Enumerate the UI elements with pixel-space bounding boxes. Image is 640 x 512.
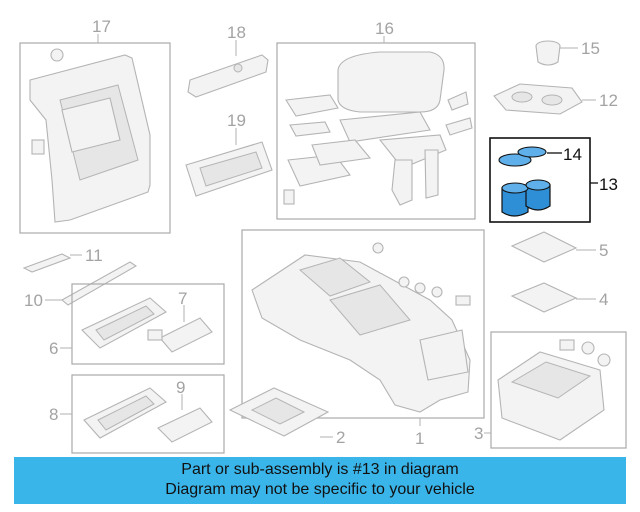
part-17-clip <box>31 139 45 155</box>
part-18-hole <box>233 63 243 73</box>
part-16-screw <box>445 117 473 136</box>
part-16-clip <box>447 91 469 111</box>
part-17-group: 17 <box>19 17 171 234</box>
part-11-strip <box>22 253 72 273</box>
part-19-group: 19 <box>185 111 273 197</box>
callout-18: 18 <box>227 23 246 42</box>
callout-16: 16 <box>375 19 394 38</box>
part-3-plug <box>581 341 595 355</box>
part-12-hole <box>511 91 533 103</box>
part-1-screw <box>372 242 384 254</box>
part-6-fastener <box>147 329 163 341</box>
part-16-frame <box>276 42 476 220</box>
part-16-pad <box>285 94 339 117</box>
callout-13: 13 <box>599 175 618 194</box>
callout-19: 19 <box>227 111 246 130</box>
part-16-bracket-2 <box>424 149 439 199</box>
callout-11: 11 <box>85 246 103 265</box>
part-3-group: 3 <box>474 331 627 449</box>
part-12-group: 12 <box>493 83 618 115</box>
callout-10: 10 <box>24 291 43 310</box>
part-1-clip-3 <box>431 286 443 298</box>
part-3-frame <box>490 331 627 449</box>
callout-7: 7 <box>178 289 187 308</box>
part-11-group: 11 <box>22 246 103 273</box>
part-1-grommet <box>455 295 471 306</box>
part-1-side <box>419 329 469 381</box>
part-8-slot <box>97 395 155 431</box>
callout-9: 9 <box>176 378 185 397</box>
part-6-frame <box>71 283 225 365</box>
part-1-opening <box>298 257 372 297</box>
part-12-hole-2 <box>541 94 563 106</box>
part-16-bin-2 <box>311 139 372 166</box>
callout-8: 8 <box>49 405 58 424</box>
part-17-inner <box>61 97 121 153</box>
part-2-group: 2 <box>228 387 345 447</box>
part-3-cavity <box>510 361 592 399</box>
part-19-slot <box>199 151 263 187</box>
part-15-group: 15 <box>535 39 600 66</box>
callout-12: 12 <box>599 91 618 110</box>
part-3-plug-2 <box>597 353 611 367</box>
part-13-frame <box>489 137 591 223</box>
part-13-group: 14 13 <box>489 137 618 223</box>
part-13-cup-left <box>501 187 529 217</box>
part-4-group: 4 <box>510 282 608 313</box>
callout-4: 4 <box>599 290 608 309</box>
part-16-bracket <box>391 159 413 206</box>
part-15-body <box>535 45 561 66</box>
banner-line-1: Part or sub-assembly is #13 in diagram <box>181 461 459 478</box>
part-16-lid <box>337 51 445 113</box>
part-13-cup-right <box>525 184 551 211</box>
part-2-recess <box>250 397 306 425</box>
part-13-cup-left-rim <box>501 182 529 194</box>
part-17-frame <box>19 42 171 234</box>
part-3-clip <box>559 339 575 351</box>
part-16-group: 16 <box>276 19 476 220</box>
part-9-trim <box>157 407 213 443</box>
part-17-knob <box>50 48 64 62</box>
part-14-ring <box>498 153 532 167</box>
part-1-frame <box>241 229 485 419</box>
part-6-group: 6 7 <box>49 283 225 365</box>
part-7-knob <box>159 317 213 353</box>
part-5-pad <box>510 231 578 263</box>
callout-6: 6 <box>49 339 58 358</box>
part-13-cup-right-rim <box>525 179 551 191</box>
part-5-group: 5 <box>510 231 608 263</box>
callout-1: 1 <box>415 429 424 448</box>
callout-15: 15 <box>581 39 600 58</box>
callout-3: 3 <box>474 424 483 443</box>
part-6-slot <box>95 305 155 341</box>
part-16-tray <box>339 111 431 143</box>
callout-2: 2 <box>336 428 345 447</box>
part-18-trim <box>187 54 269 98</box>
info-banner: Part or sub-assembly is #13 in diagram D… <box>14 457 626 504</box>
part-4-pad <box>510 282 578 313</box>
part-16-pad-2 <box>289 121 331 137</box>
callout-17: 17 <box>92 17 111 36</box>
callout-14: 14 <box>563 145 582 164</box>
callout-5: 5 <box>599 241 608 260</box>
part-1-tray <box>329 284 411 336</box>
part-8-group: 8 9 <box>49 374 225 454</box>
part-18-group: 18 <box>187 23 269 98</box>
part-1-clip-2 <box>414 282 426 294</box>
part-12-plate <box>493 83 583 115</box>
part-1-clip <box>398 276 410 288</box>
part-16-fastener <box>283 189 295 205</box>
part-1-group: 1 <box>241 229 485 448</box>
banner-line-2: Diagram may not be specific to your vehi… <box>165 481 475 498</box>
part-14-ring-2 <box>517 146 547 158</box>
